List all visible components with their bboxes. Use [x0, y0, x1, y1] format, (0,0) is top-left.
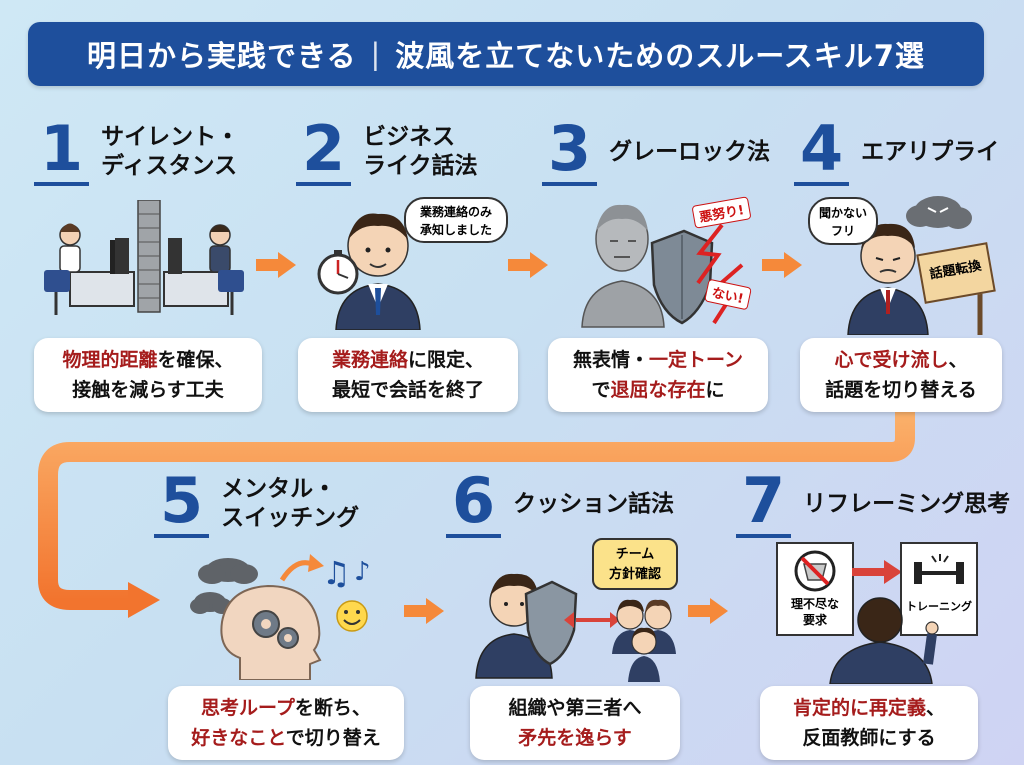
step-1-number: 1 [34, 118, 90, 186]
step-2-speech-bubble: 業務連絡のみ 承知しました [404, 197, 508, 243]
title-right: 波風を立てないためのスルースキル7選 [395, 39, 925, 73]
step-7-person-back [829, 597, 939, 684]
step-1-desc-highlight: 物理的距離 [62, 349, 158, 371]
step-3-description: 無表情・一定トーン で退屈な存在に [548, 338, 768, 412]
step-1-illustration-desks-wall [44, 200, 244, 315]
step-4-bubble-line1: 聞かない [818, 206, 867, 220]
step-6-number: 6 [446, 470, 502, 538]
step-4-header: 4 エアリプライ [794, 118, 999, 186]
step-7-card-left-line1: 理不尽な [790, 597, 839, 611]
step-7-card-right [900, 542, 978, 636]
step-3-illustration-stone-statue-shield [581, 204, 744, 328]
title-banner: 明日から実践できる | 波風を立てないためのスルースキル7選 [28, 22, 984, 86]
step-7-desc-rest: 、 [926, 697, 946, 719]
step-2-desc-highlight: 業務連絡 [331, 349, 408, 371]
step-7-description: 肯定的に再定義、 反面教師にする [760, 686, 978, 760]
step-7-dumbbell-icon [914, 554, 964, 584]
step-7-number: 7 [736, 470, 792, 538]
step-6-bubble-line2: 方針確認 [608, 567, 661, 582]
step-3-desc-c: に [705, 379, 725, 401]
step-2-illustration-businessman-stopwatch [317, 213, 421, 330]
step-4-title: エアリプライ [861, 138, 1000, 165]
step-3-desc-highlight1: 一定トーン [648, 349, 744, 371]
step-6-illustration-shield-team [475, 573, 676, 682]
step-3-desc-a: 無表情・ [572, 349, 649, 371]
step-5-desc-highlight1: 思考ループ [201, 697, 295, 719]
step-4-number: 4 [794, 118, 850, 186]
arrow-5-to-6 [404, 598, 444, 624]
step-2-number: 2 [296, 118, 352, 186]
title-left: 明日から実践できる [87, 39, 357, 73]
step-7-header: 7 リフレーミング思考 [736, 470, 1010, 538]
step-4-desc-rest: 、 [948, 349, 968, 371]
svg-text:♪: ♪ [354, 557, 371, 587]
step-6-speech-bubble: チーム 方針確認 [592, 538, 678, 590]
step-2-desc-rest: に限定、 [408, 349, 485, 371]
step-2-bubble-line2: 承知しました [419, 223, 492, 237]
step-1-header: 1 サイレント・ ディスタンス [34, 118, 239, 186]
step-7-card-right-label: トレーニング [906, 600, 972, 613]
step-1-description: 物理的距離を確保、 接触を減らす工夫 [34, 338, 262, 412]
step-7-card-left-text: 理不尽な 要求 [776, 596, 854, 628]
step-4-sign-text: 話題転換 [928, 258, 983, 283]
step-5-description: 思考ループを断ち、 好きなことで切り替え [168, 686, 404, 760]
step-1-desc-line2: 接触を減らす工夫 [72, 379, 224, 401]
step-5-desc-rest1: を断ち、 [294, 697, 371, 719]
step-4-bubble-line2: フリ [830, 224, 855, 238]
step-4-desc-line2: 話題を切り替える [825, 379, 977, 401]
step-1-desc-rest: を確保、 [157, 349, 234, 371]
step-4-desc-highlight: 心で受け流し [834, 349, 949, 371]
step-7-title: リフレーミング思考 [803, 490, 1011, 517]
arrow-6-to-7 [688, 598, 728, 624]
step-7-prohibited-icon [794, 550, 836, 592]
step-5-illustration-head-gears: ♫ ♪ [190, 554, 371, 680]
step-4-description: 心で受け流し、 話題を切り替える [800, 338, 1002, 412]
arrow-1-to-2 [256, 252, 296, 278]
step-5-desc-highlight2: 好きなこと [191, 727, 286, 749]
step-6-title: クッション話法 [513, 490, 675, 517]
step-5-desc-rest2: で切り替え [285, 727, 381, 749]
step-7-card-right-text: トレーニング [900, 598, 978, 614]
step-2-title: ビジネス ライク話法 [363, 124, 478, 179]
step-3-title: グレーロック法 [609, 138, 771, 165]
svg-text:♫: ♫ [322, 554, 351, 592]
step-6-header: 6 クッション話法 [446, 470, 674, 538]
step-6-bubble-line1: チーム [615, 547, 655, 562]
step-7-card-left-line2: 要求 [802, 613, 827, 627]
step-5-header: 5 メンタル・ スイッチング [154, 470, 359, 538]
step-6-description: 組織や第三者へ 矛先を逸らす [470, 686, 680, 760]
step-3-desc-highlight2: 退屈な存在 [610, 379, 706, 401]
arrow-3-to-4 [762, 252, 802, 278]
step-3-number: 3 [542, 118, 598, 186]
step-3-header: 3 グレーロック法 [542, 118, 770, 186]
step-6-desc-highlight: 矛先を逸らす [518, 727, 632, 749]
step-2-bubble-line1: 業務連絡のみ [419, 205, 492, 219]
step-2-header: 2 ビジネス ライク話法 [296, 118, 478, 186]
step-2-description: 業務連絡に限定、 最短で会話を終了 [298, 338, 518, 412]
step-7-reframe-arrow [852, 560, 902, 584]
step-1-title: サイレント・ ディスタンス [101, 124, 240, 179]
step-4-speech-bubble: 聞かない フリ [808, 197, 878, 245]
step-5-number: 5 [154, 470, 210, 538]
step-7-desc-line2: 反面教師にする [802, 727, 936, 749]
step-7-desc-highlight: 肯定的に再定義 [792, 697, 926, 719]
step-3-desc-b: で [591, 379, 611, 401]
step-5-title: メンタル・ スイッチング [221, 476, 360, 531]
step-2-desc-line2: 最短で会話を終了 [331, 379, 484, 401]
title-separator: | [370, 37, 382, 71]
step-6-desc-line1: 組織や第三者へ [508, 697, 642, 719]
arrow-2-to-3 [508, 252, 548, 278]
